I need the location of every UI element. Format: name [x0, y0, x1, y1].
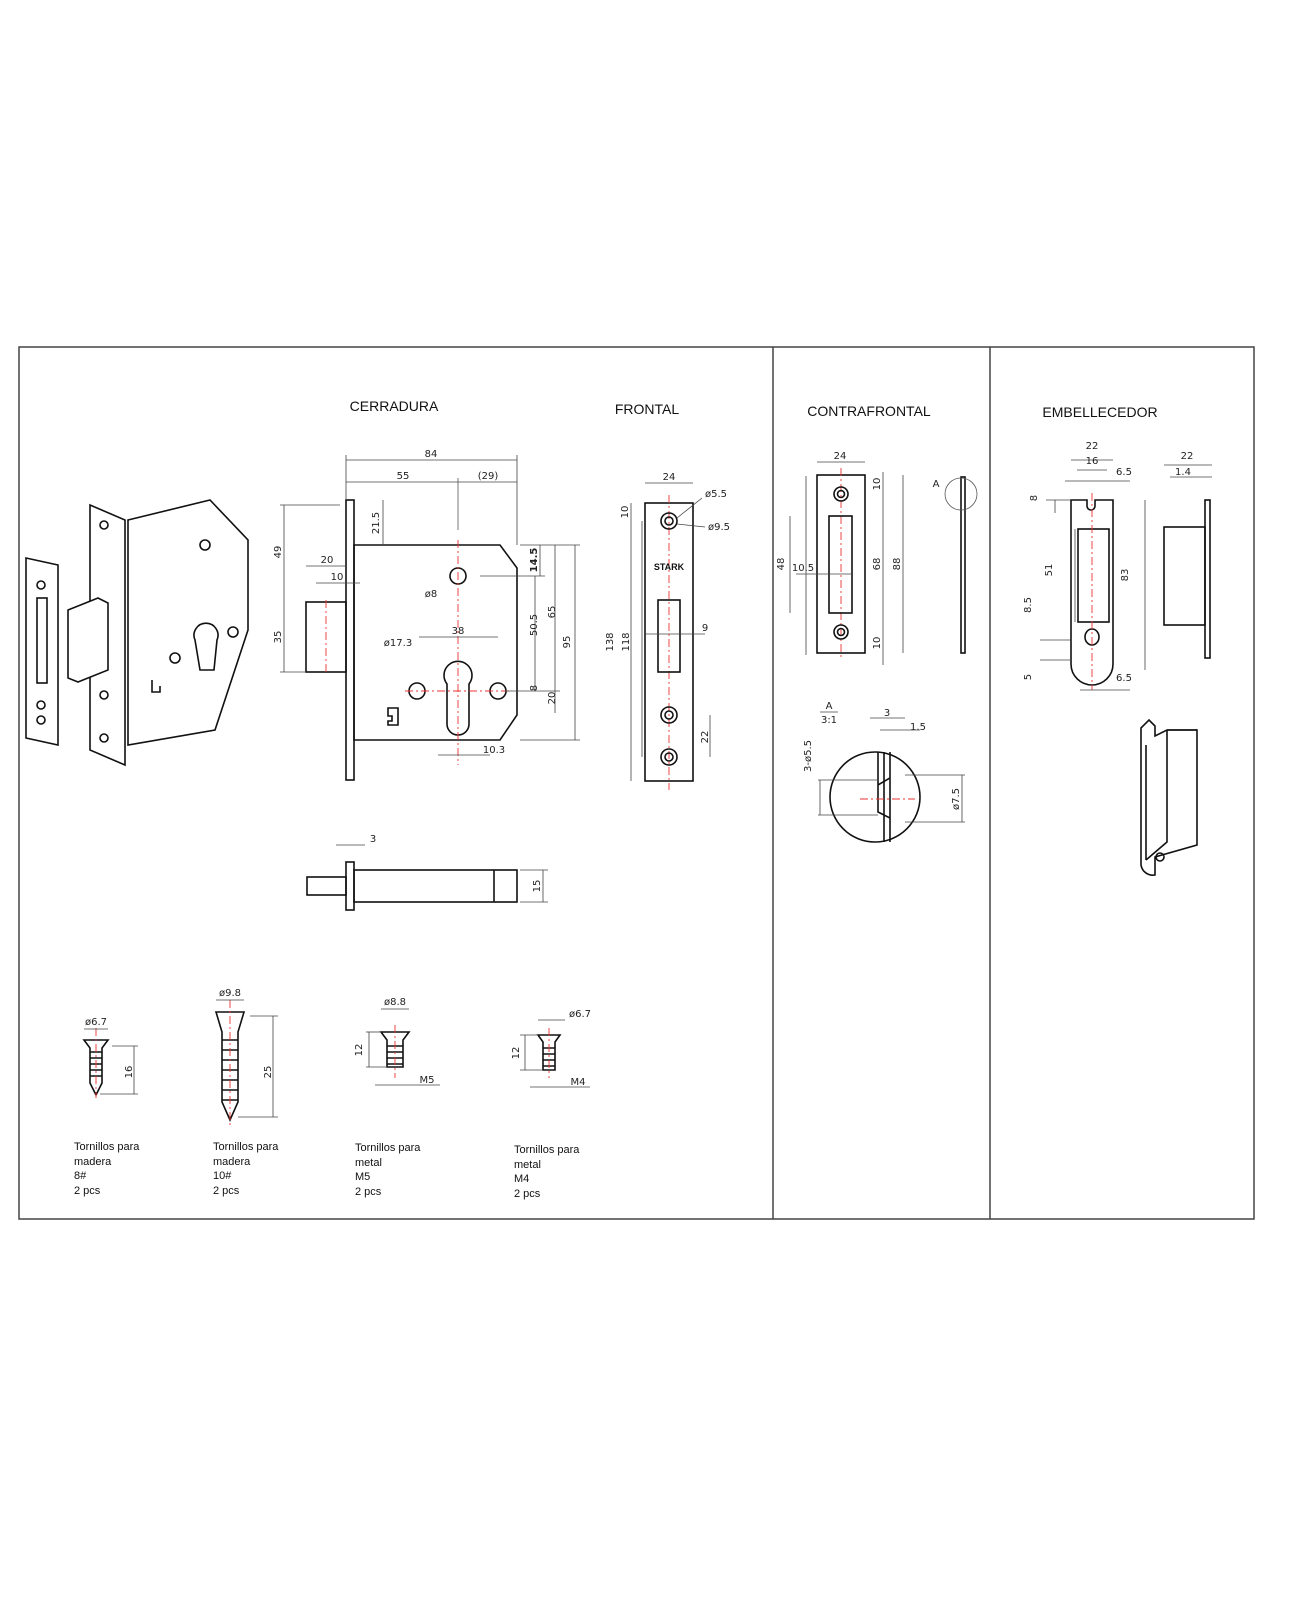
screw-3: ø8.8 12 M5 — [354, 997, 440, 1086]
dim-bolt-15: 15 — [532, 880, 543, 893]
strike-plate-drawing: 24 10 10 48 10.5 68 88 A A 3:1 3 1.5 3-ø… — [776, 451, 978, 843]
dim-118: 118 — [621, 632, 632, 651]
dim-38: 38 — [452, 626, 465, 637]
dim-83: 83 — [1120, 569, 1131, 582]
dim-35: 35 — [273, 631, 284, 644]
screw-1-length: 16 — [124, 1066, 135, 1079]
dim-3-dia-5-5: 3-ø5.5 — [803, 740, 814, 772]
screw-1-diameter: ø6.7 — [85, 1017, 107, 1028]
dim-10: 10 — [620, 506, 631, 519]
dim-84: 84 — [425, 449, 438, 460]
caption-line: Tornillos para — [514, 1144, 580, 1156]
dim-10a: 10 — [872, 478, 883, 491]
dim-3: 3 — [884, 708, 890, 719]
dim-10-5: 10.5 — [792, 563, 814, 574]
screw-4-length: 12 — [511, 1047, 522, 1060]
dim-138: 138 — [605, 632, 616, 651]
screw-caption-2: Tornillos para madera 10# 2 pcs — [213, 1141, 279, 1197]
dim-16: 16 — [1086, 456, 1099, 467]
caption-line: metal — [355, 1157, 382, 1169]
dim-6-5b: 6.5 — [1116, 673, 1132, 684]
screw-4-diameter: ø6.7 — [569, 1009, 591, 1020]
caption-line: madera — [213, 1156, 251, 1168]
caption-line: Tornillos para — [213, 1141, 279, 1153]
caption-line: 2 pcs — [74, 1185, 101, 1197]
screw-caption-1: Tornillos para madera 8# 2 pcs — [74, 1141, 140, 1197]
dim-29: (29) — [478, 471, 499, 482]
dim-10-3: 10.3 — [483, 745, 505, 756]
dim-8-5: 8.5 — [1023, 597, 1034, 613]
screw-2: ø9.8 25 — [214, 988, 278, 1125]
screw-3-diameter: ø8.8 — [384, 997, 406, 1008]
lock-body-drawing: 84 55 (29) 21.5 49 20 10 35 14.5 ø8 50.5… — [273, 449, 580, 781]
dim-10: 10 — [331, 572, 344, 583]
dim-21-5: 21.5 — [371, 512, 382, 534]
dim-20: 20 — [321, 555, 334, 566]
caption-line: 10# — [213, 1170, 232, 1182]
dim-22: 22 — [700, 731, 711, 744]
title-embellecedor: EMBELLECEDOR — [1042, 404, 1157, 420]
faceplate-drawing: STARK 24 ø5.5 ø9.5 10 138 118 9 22 — [605, 472, 730, 790]
dim-bolt-3: 3 — [370, 834, 376, 845]
dim-14-5: 14.5 — [529, 548, 540, 573]
screw-2-diameter: ø9.8 — [219, 988, 241, 999]
caption-line: 2 pcs — [213, 1185, 240, 1197]
dim-48: 48 — [776, 558, 787, 571]
drawing-frame — [18, 346, 1255, 1220]
caption-line: M4 — [514, 1173, 529, 1185]
dim-dia-5-5: ø5.5 — [705, 489, 727, 500]
screw-3-thread: M5 — [420, 1075, 435, 1086]
title-frontal: FRONTAL — [615, 401, 680, 417]
dim-8: 8 — [529, 685, 540, 691]
dim-5: 5 — [1023, 674, 1034, 680]
caption-line: madera — [74, 1156, 112, 1168]
detail-label: A — [826, 701, 833, 712]
caption-line: M5 — [355, 1171, 370, 1183]
detail-scale: 3:1 — [821, 715, 837, 726]
dim-49: 49 — [273, 546, 284, 559]
screw-1: ø6.7 16 — [82, 1017, 138, 1098]
dim-22: 22 — [1086, 441, 1099, 452]
dim-dia-8: ø8 — [425, 589, 437, 600]
dim-1-5: 1.5 — [910, 722, 926, 733]
screw-caption-3: Tornillos para metal M5 2 pcs — [355, 1142, 421, 1198]
screw-2-length: 25 — [263, 1066, 274, 1079]
detail-marker: A — [933, 479, 940, 490]
bolt-drawing: 3 15 — [306, 834, 548, 911]
caption-line: 8# — [74, 1170, 87, 1182]
dim-9: 9 — [702, 623, 708, 634]
dim-dia-7-5: ø7.5 — [951, 788, 962, 810]
trim-plate-drawing: 22 16 6.5 8 51 83 8.5 5 6.5 22 1.4 — [1023, 441, 1212, 876]
dim-side-1-4: 1.4 — [1175, 467, 1191, 478]
dim-51: 51 — [1044, 564, 1055, 577]
dim-dia-17-3: ø17.3 — [384, 638, 412, 649]
dim-24: 24 — [834, 451, 847, 462]
dim-6-5: 6.5 — [1116, 467, 1132, 478]
dim-68: 68 — [872, 558, 883, 571]
dim-65: 65 — [547, 606, 558, 619]
dim-55: 55 — [397, 471, 410, 482]
screw-caption-4: Tornillos para metal M4 2 pcs — [514, 1144, 580, 1200]
screw-4-thread: M4 — [571, 1077, 586, 1088]
dim-50-5: 50.5 — [529, 614, 540, 636]
caption-line: Tornillos para — [74, 1141, 140, 1153]
dim-10b: 10 — [872, 637, 883, 650]
dim-88: 88 — [892, 558, 903, 571]
dim-8: 8 — [1029, 495, 1040, 501]
dim-95: 95 — [562, 636, 573, 649]
caption-line: 2 pcs — [355, 1186, 382, 1198]
caption-line: 2 pcs — [514, 1188, 541, 1200]
caption-line: Tornillos para — [355, 1142, 421, 1154]
dim-side-22: 22 — [1181, 451, 1194, 462]
lock-3d-view — [25, 499, 249, 767]
dim-20b: 20 — [547, 692, 558, 705]
dim-dia-9-5: ø9.5 — [708, 522, 730, 533]
title-cerradura: CERRADURA — [350, 398, 439, 414]
screw-3-length: 12 — [354, 1044, 365, 1057]
dim-24: 24 — [663, 472, 676, 483]
screw-4: ø6.7 12 M4 — [511, 1009, 591, 1088]
caption-line: metal — [514, 1159, 541, 1171]
title-contrafrontal: CONTRAFRONTAL — [807, 403, 931, 419]
brand-logo: STARK — [654, 562, 685, 572]
